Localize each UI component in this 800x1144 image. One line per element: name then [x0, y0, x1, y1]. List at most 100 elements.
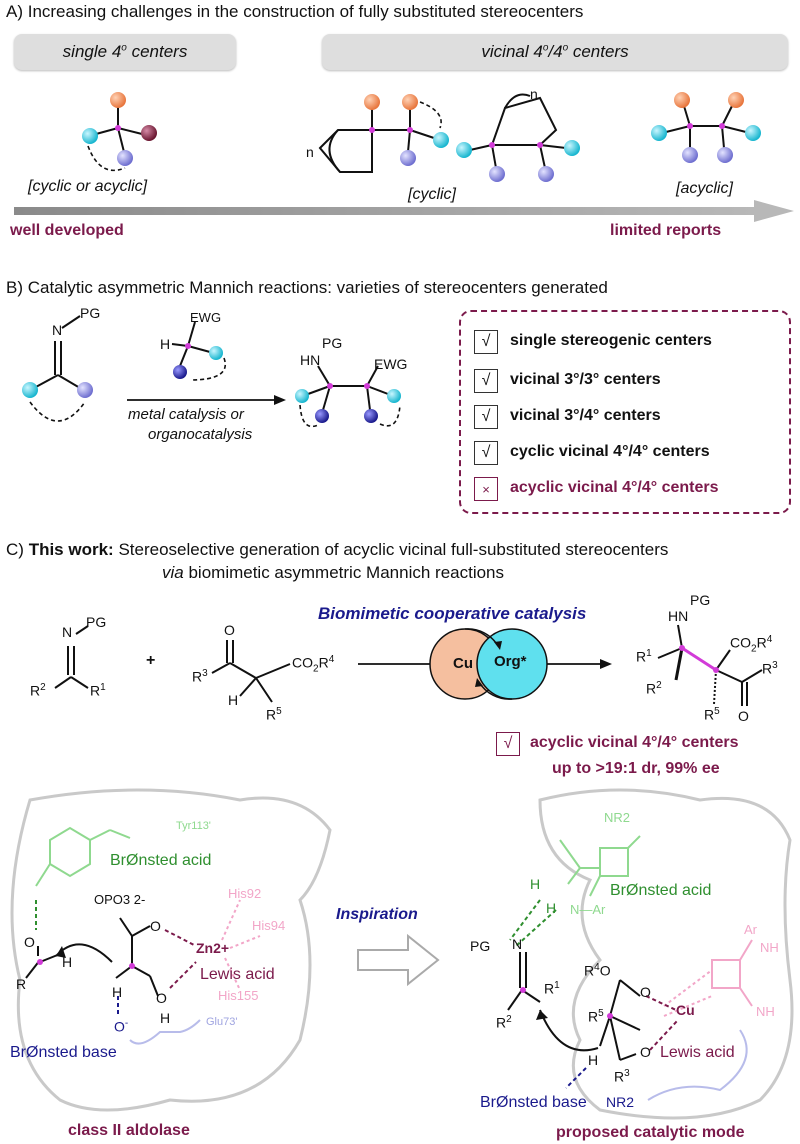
imine-substrate	[22, 315, 93, 422]
pill-single-label: single 4o centers	[62, 42, 188, 61]
result-checkbox: √	[496, 732, 520, 756]
single-center-molecule	[82, 92, 157, 172]
right-r4o: R4O	[584, 962, 611, 979]
imine-pg: PG	[80, 305, 101, 321]
c-ketoester	[211, 640, 291, 703]
inspiration-label: Inspiration	[336, 906, 418, 923]
right-protein-outline	[538, 788, 794, 1120]
c-prod-r3: R3	[762, 660, 778, 677]
c-via: via	[162, 563, 184, 582]
nucleophile	[171, 321, 227, 381]
dhap-skeleton	[25, 917, 159, 997]
right-ar: Ar	[744, 922, 757, 937]
dhap-oh-h: H	[160, 1010, 171, 1026]
c-prod-r1: R1	[636, 648, 652, 665]
left-protein-outline	[10, 788, 332, 1112]
cyclic-bicyclic-molecule	[318, 94, 449, 173]
glu-label: Glu73'	[206, 1016, 238, 1028]
plus-sign: +	[146, 652, 156, 669]
checklist-mark: √	[474, 330, 498, 354]
right-nh-top: NH	[760, 940, 779, 955]
right-bronsted-acid: BrØnsted acid	[610, 882, 712, 899]
cyan-ball	[82, 128, 98, 144]
c-imine-pg: PG	[86, 614, 107, 630]
c-prod-pg: PG	[690, 592, 711, 608]
checklist-mark: √	[474, 441, 498, 465]
violet-ball	[117, 150, 133, 166]
checklist-mark-no: ×	[474, 477, 498, 501]
c-imine-r2: R2	[30, 682, 46, 699]
acyclic-molecule	[651, 92, 761, 163]
c-product	[657, 624, 763, 706]
maroon-ball	[141, 125, 157, 141]
left-bronsted-acid: BrØnsted acid	[110, 852, 212, 869]
nuc-ewg: EWG	[190, 310, 222, 325]
c-this-work: This work:	[28, 540, 114, 559]
left-lewis-acid: Lewis acid	[200, 966, 275, 983]
result-line2: up to >19:1 dr, 99% ee	[552, 760, 720, 777]
dhap-oh-o: O	[156, 990, 167, 1006]
c-imine	[54, 625, 89, 689]
aldehyde-h: H	[62, 954, 73, 970]
right-r3: R3	[614, 1068, 630, 1085]
aldehyde-o: O	[24, 934, 35, 950]
c-imine-n: N	[62, 624, 73, 640]
nuc-h: H	[160, 336, 171, 352]
c-line2: biomimetic asymmetric Mannich reactions	[188, 563, 505, 582]
pill-vicinal-centers: vicinal 4o/4o centers	[322, 34, 788, 70]
section-c-header: C) This work: Stereoselective generation…	[6, 540, 668, 560]
arrow-label-well-developed: well developed	[10, 222, 124, 239]
checklist-item-text-no: acyclic vicinal 4°/4° centers	[510, 479, 719, 496]
c-prod-hn: HN	[668, 608, 689, 624]
right-pg: PG	[470, 938, 491, 954]
mannich-product	[295, 365, 401, 428]
glu-o: O-	[114, 1018, 129, 1035]
section-a-header: A) Increasing challenges in the construc…	[6, 2, 584, 21]
label-cyclic-or-acyclic: [cyclic or acyclic]	[28, 178, 148, 195]
left-bronsted-base: BrØnsted base	[10, 1044, 117, 1061]
opo3-label: OPO3 2-	[94, 892, 146, 907]
ring-size-n-left: n	[306, 144, 314, 160]
checklist-item-text: single stereogenic centers	[510, 332, 712, 349]
product-pg: PG	[322, 335, 343, 351]
c-keto-o: O	[224, 622, 235, 638]
stereocenter-checklist	[459, 310, 791, 514]
zn-label: Zn2+	[196, 940, 230, 956]
product-hn: HN	[300, 352, 321, 368]
right-ar-n: N—Ar	[570, 902, 606, 917]
checklist-item-text: vicinal 3°/4° centers	[510, 407, 661, 424]
nh-h-bottom: H	[546, 900, 557, 916]
right-r1: R1	[544, 980, 560, 997]
squaramide-bronsted	[559, 835, 641, 897]
c-prod-r2: R2	[646, 680, 662, 697]
result-line1: acyclic vicinal 4°/4° centers	[530, 734, 739, 751]
c-prod-o: O	[738, 708, 749, 724]
c-prefix: C)	[6, 540, 24, 559]
pill-vicinal-label: vicinal 4o/4o centers	[481, 42, 629, 61]
label-acyclic: [acyclic]	[676, 180, 733, 197]
c-keto-r5: R5	[266, 706, 282, 723]
pill-single-centers: single 4o centers	[14, 34, 236, 70]
imine-n: N	[52, 322, 63, 338]
checklist-mark: √	[474, 405, 498, 429]
checklist-item-text: vicinal 3°/3° centers	[510, 371, 661, 388]
c-prod-co2r4: CO2R4	[730, 634, 773, 655]
org-label: Org*	[494, 653, 527, 670]
label-cyclic: [cyclic]	[408, 186, 456, 203]
right-h: H	[588, 1052, 599, 1068]
right-bronsted-base: BrØnsted base	[480, 1094, 587, 1111]
c-keto-r3: R3	[192, 668, 208, 685]
squaramide-lewis	[711, 939, 753, 1007]
c-imine-r1: R1	[90, 682, 106, 699]
right-ester-o: O	[640, 984, 651, 1000]
right-nh-bottom: NH	[756, 1004, 775, 1019]
difficulty-arrow	[14, 200, 794, 222]
tyr-residue	[35, 826, 131, 887]
right-lewis-acid: Lewis acid	[660, 1044, 735, 1061]
right-title: proposed catalytic mode	[556, 1124, 745, 1141]
catalysis-title: Biomimetic cooperative catalysis	[318, 604, 587, 623]
right-r2: R2	[496, 1014, 512, 1031]
checklist-item-text: cyclic vicinal 4°/4° centers	[510, 443, 710, 460]
orange-ball	[110, 92, 126, 108]
right-substrate-skeleton	[507, 952, 641, 1061]
